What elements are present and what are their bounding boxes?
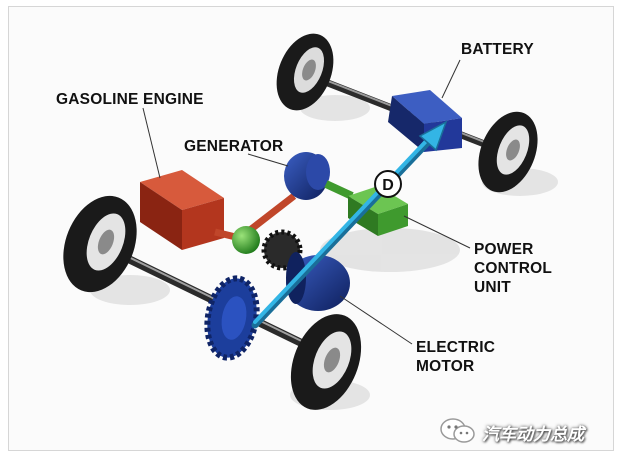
label-motor-line-1: ELECTRIC <box>416 339 496 356</box>
wheel-rear-right <box>478 111 538 193</box>
power-split-device <box>232 226 260 254</box>
label-pcu-line-3: UNIT <box>474 279 511 296</box>
leader-lines <box>142 59 471 345</box>
pcu-marker <box>374 170 402 198</box>
gasoline-engine-block <box>140 170 224 250</box>
label-gasoline-engine: GASOLINE ENGINE <box>56 91 204 108</box>
watermark-text: 汽车动力总成 <box>482 425 584 445</box>
differential-gear <box>204 275 260 361</box>
label-pcu-line-2: CONTROL <box>474 260 553 277</box>
label-battery: BATTERY <box>461 41 534 58</box>
label-electric-motor: ELECTRIC MOTOR <box>416 338 495 376</box>
chat-bubble-icon <box>440 418 475 443</box>
wheel-front-right <box>290 314 362 410</box>
generator-shaft <box>247 193 297 233</box>
label-power-control-unit: POWER CONTROL UNIT <box>474 240 552 297</box>
energy-flow-arrow <box>251 120 448 329</box>
wheel-rear-left <box>276 33 334 111</box>
watermark: 汽车动力总成 <box>438 416 618 448</box>
pcu-marker-letter: D <box>382 177 394 194</box>
generator-block <box>284 152 330 200</box>
wheel-front-left <box>63 195 137 293</box>
label-pcu-line-1: POWER <box>474 241 534 258</box>
generator-pcu-link <box>324 180 354 200</box>
label-generator: GENERATOR <box>184 138 284 155</box>
label-motor-line-2: MOTOR <box>416 358 475 375</box>
